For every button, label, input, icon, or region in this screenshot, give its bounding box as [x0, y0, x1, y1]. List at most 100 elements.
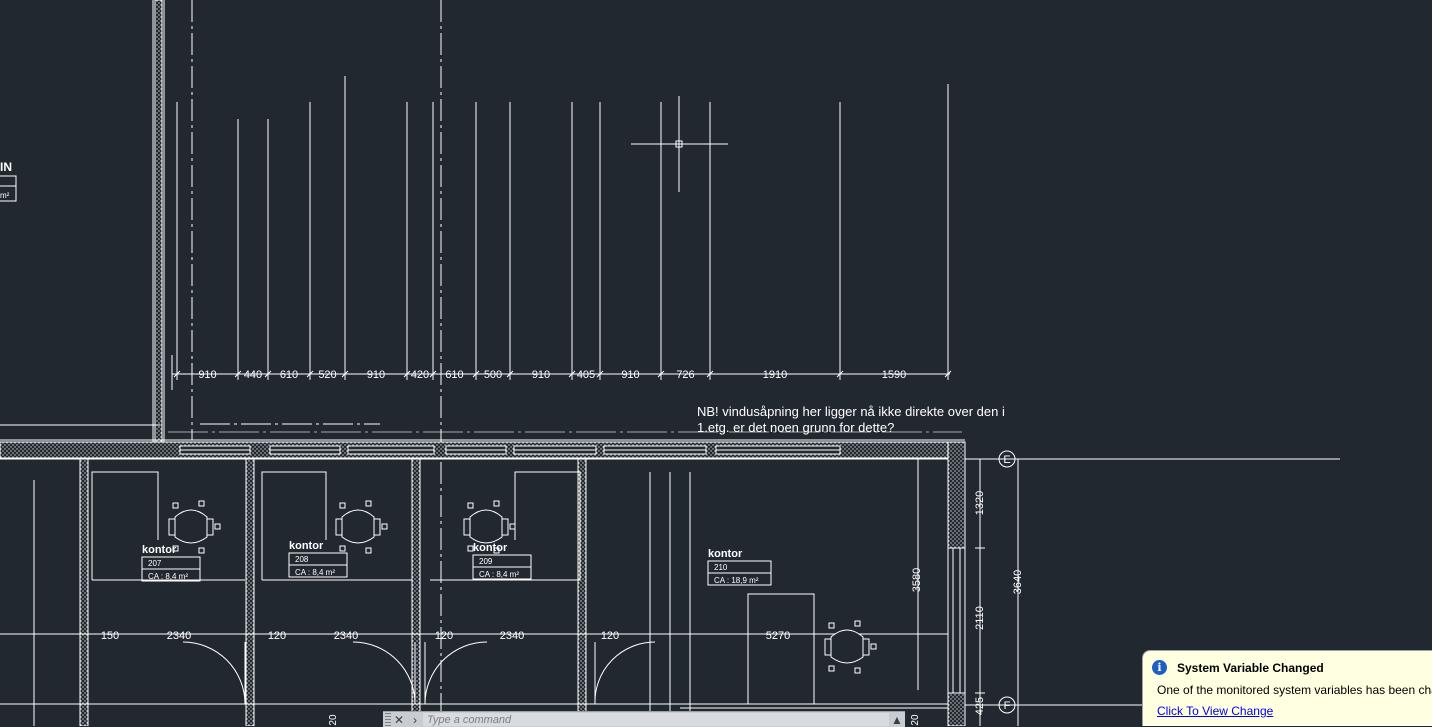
dimension-text: 910	[532, 369, 550, 381]
room-number: 209	[479, 557, 493, 566]
dimension-text: 910	[621, 369, 639, 381]
room-area-box	[288, 564, 348, 578]
partition-wall	[577, 458, 587, 726]
command-line-bar[interactable]: ✕ › ▲	[383, 711, 905, 727]
expand-history-icon[interactable]: ▲	[891, 712, 903, 727]
dimension-text: 3640	[1012, 570, 1024, 594]
room-area-box	[707, 572, 772, 586]
dimension-text: 120	[435, 630, 453, 642]
chair-base	[365, 547, 372, 554]
room-tag: kontor 209 CA : 8,4 m²	[472, 542, 532, 580]
chair-arm	[373, 518, 381, 536]
left-wall	[152, 0, 165, 445]
left-fragment-area: m²	[0, 191, 10, 200]
room-area-box	[472, 566, 532, 580]
dimension-text: 910	[367, 369, 385, 381]
chair-seat	[469, 509, 503, 544]
dimension-text: 120	[601, 630, 619, 642]
center-line	[191, 0, 442, 726]
office-chair	[463, 500, 516, 554]
chair-arm	[168, 518, 176, 536]
office-chair	[824, 620, 877, 674]
crosshair-cursor	[631, 96, 728, 192]
chair-base	[493, 547, 500, 554]
grid-label-f: F	[1004, 700, 1011, 712]
dimension-text: 910	[198, 369, 216, 381]
notification-balloon[interactable]: i System Variable Changed One of the mon…	[1142, 650, 1432, 726]
chair-base	[828, 622, 835, 629]
dimension-text: 2340	[500, 630, 524, 642]
room-name: kontor	[289, 540, 324, 552]
grid-label-e: E	[1003, 454, 1010, 466]
partition-wall	[245, 458, 255, 726]
chair-base	[828, 665, 835, 672]
dimension-text: 20	[328, 714, 339, 726]
close-icon[interactable]: ✕	[393, 712, 405, 727]
info-icon: i	[1152, 660, 1167, 675]
dimension-text: 440	[244, 369, 262, 381]
left-fragment-box	[0, 175, 17, 202]
right-exterior-wall	[947, 441, 966, 726]
dimension-text: 610	[280, 369, 298, 381]
chair-base	[172, 545, 179, 552]
chair-base	[870, 643, 877, 650]
chair-base	[214, 523, 221, 530]
chair-base	[339, 502, 346, 509]
room-tag: kontor 208 CA : 8,4 m²	[288, 540, 348, 578]
notification-message: One of the monitored system variables ha…	[1157, 683, 1432, 697]
chair-base	[172, 502, 179, 509]
chair-base	[854, 667, 861, 674]
room-area-box	[141, 568, 201, 582]
chair-arm	[824, 638, 832, 656]
dimension-text: 520	[318, 369, 336, 381]
dimension-text: 5270	[766, 630, 790, 642]
dimension-text: 2340	[167, 630, 191, 642]
chair-base	[198, 500, 205, 507]
chair-base	[198, 547, 205, 554]
drag-grip-icon[interactable]	[385, 713, 391, 726]
drawing-note-line1: NB! vindusåpning her ligger nå ikke dire…	[697, 404, 1005, 419]
dimension-text: 610	[445, 369, 463, 381]
command-input[interactable]	[423, 713, 889, 726]
chair-arm	[335, 518, 343, 536]
chair-base	[381, 523, 388, 530]
dimension-text: 420	[411, 369, 429, 381]
view-change-link[interactable]: Click To View Change	[1157, 704, 1274, 718]
partition-wall	[79, 458, 89, 726]
chair-arm	[862, 638, 870, 656]
room-area: CA : 8,4 m²	[295, 568, 335, 577]
room-area: CA : 8,4 m²	[479, 570, 519, 579]
left-fragment-label: IN	[0, 160, 12, 174]
office-chairs	[168, 500, 877, 674]
room-area: CA : 8,4 m²	[148, 572, 188, 581]
dimension-text: 150	[101, 630, 119, 642]
chair-base	[365, 500, 372, 507]
chair-base	[339, 545, 346, 552]
office-chair	[335, 500, 388, 554]
room-number: 208	[295, 555, 309, 564]
chair-arm	[463, 518, 471, 536]
room-number: 210	[714, 563, 728, 572]
dimension-text: 1910	[763, 369, 787, 381]
window-openings	[179, 445, 841, 455]
chair-base	[854, 620, 861, 627]
drawing-note-line2: 1.etg. er det noen grunn for dette?	[697, 420, 894, 435]
chair-seat	[830, 629, 864, 664]
dimension-text: 2110	[974, 606, 986, 630]
room-name: kontor	[473, 542, 508, 554]
room-name: kontor	[708, 548, 743, 560]
room-name: kontor	[142, 544, 177, 556]
chair-base	[493, 500, 500, 507]
chair-arm	[206, 518, 214, 536]
chair-seat	[174, 509, 208, 544]
chair-base	[467, 502, 474, 509]
prompt-icon[interactable]: ›	[413, 712, 417, 727]
notification-title: System Variable Changed	[1177, 661, 1324, 675]
dimension-text: 425	[974, 697, 986, 715]
dimension-text: 1590	[882, 369, 906, 381]
dimension-text: 500	[484, 369, 502, 381]
